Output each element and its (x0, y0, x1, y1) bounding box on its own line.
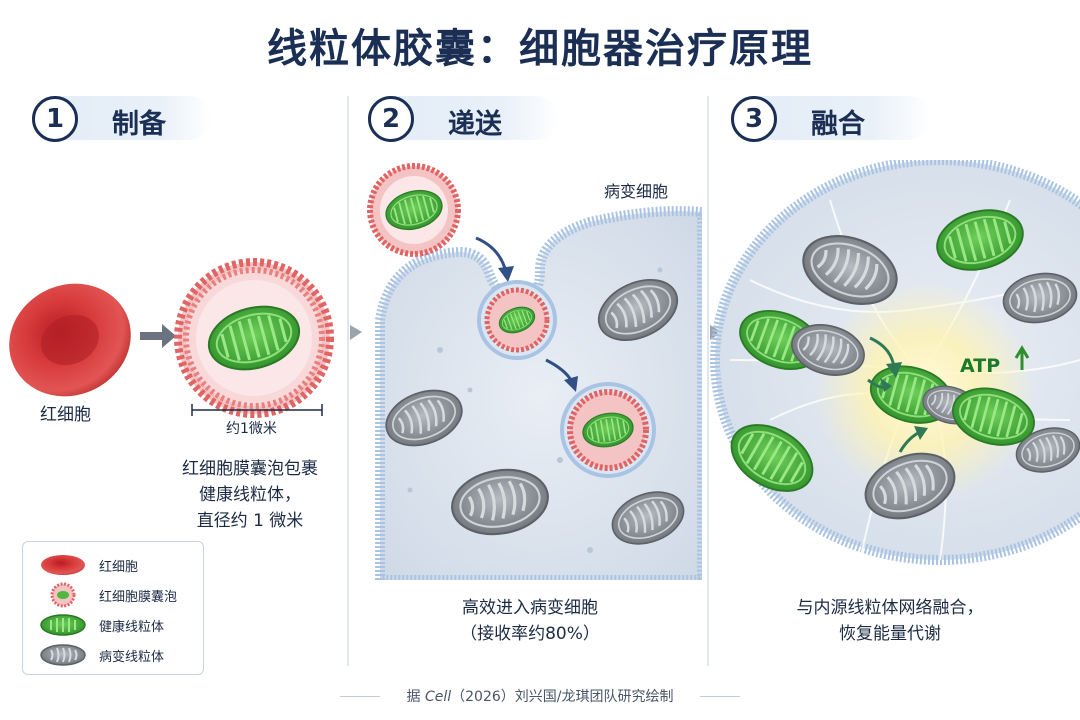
step-label: 递送 (448, 109, 502, 140)
page-title: 线粒体胶囊：细胞器治疗原理 (267, 26, 813, 72)
legend: 红细胞 红细胞膜囊泡 健康线粒体 病变线粒体 (22, 541, 204, 675)
caption-line: 直径约 1 微米 (196, 511, 304, 531)
arrow-icon (710, 325, 722, 340)
panel-prepare-illustration (9, 258, 334, 418)
legend-label: 健康线粒体 (99, 620, 165, 635)
arrow-icon (350, 325, 362, 340)
diseased-mitochondria-icon (40, 644, 86, 666)
arrow-icon (140, 324, 176, 348)
panel1-caption: 红细胞膜囊泡包裹 健康线粒体， 直径约 1 微米 (150, 456, 350, 534)
step-label: 制备 (112, 109, 166, 140)
legend-label: 红细胞 (99, 560, 139, 575)
red-blood-cell-icon (41, 555, 85, 575)
caption-line: 健康线粒体， (199, 485, 301, 505)
step-number: 2 (368, 96, 414, 142)
scale-label: 约1微米 (226, 421, 277, 437)
panel-deliver-illustration (350, 163, 702, 580)
atp-label: ATP (960, 355, 1001, 377)
red-blood-cell (9, 283, 131, 397)
footer-text: 据 Cell（2026）刘兴国/龙琪团队研究绘制 (0, 686, 1080, 706)
legend-item: 红细胞 (37, 552, 197, 578)
legend-item: 病变线粒体 (37, 642, 197, 668)
step-label: 融合 (811, 109, 865, 140)
footer-suffix: （2026）刘兴国/龙琪团队研究绘制 (451, 689, 674, 705)
panel-divider (347, 96, 349, 666)
legend-item: 健康线粒体 (37, 612, 197, 638)
step-header-deliver: 2 递送 (368, 96, 558, 142)
caption-line: （接收率约80%） (460, 624, 600, 644)
footer-prefix: 据 (406, 689, 425, 705)
rbc-vesicle-icon (50, 582, 76, 608)
caption-line: 恢复能量代谢 (839, 624, 941, 644)
rbc-vesicle (367, 163, 461, 257)
caption-line: 红细胞膜囊泡包裹 (182, 459, 318, 479)
step-header-prepare: 1 制备 (32, 96, 212, 142)
legend-item: 红细胞膜囊泡 (37, 582, 197, 608)
caption-line: 高效进入病变细胞 (462, 598, 598, 618)
legend-label: 病变线粒体 (99, 650, 165, 665)
up-arrow-icon (1014, 345, 1030, 370)
panel3-caption: 与内源线粒体网络融合， 恢复能量代谢 (760, 595, 1020, 647)
scale-bar (191, 404, 323, 416)
rbc-vesicle (174, 258, 334, 418)
panel2-caption: 高效进入病变细胞 （接收率约80%） (420, 595, 640, 647)
panel-divider (707, 96, 709, 666)
footer-credit: 据 Cell（2026）刘兴国/龙琪团队研究绘制 (0, 686, 1080, 706)
footer-journal: Cell (424, 689, 452, 705)
rbc-label: 红细胞 (40, 405, 91, 425)
caption-line: 与内源线粒体网络融合， (796, 598, 984, 618)
footer-rule (700, 696, 740, 697)
step-number: 3 (731, 96, 777, 142)
panel-fuse-illustration (710, 160, 1080, 565)
step-number: 1 (32, 96, 78, 142)
rbc-vesicle (477, 280, 557, 360)
rbc-vesicle (560, 382, 656, 478)
legend-label: 红细胞膜囊泡 (99, 590, 178, 605)
diseased-cell-label: 病变细胞 (604, 182, 669, 201)
healthy-mitochondria-icon (40, 614, 86, 636)
step-header-fuse: 3 融合 (731, 96, 931, 142)
footer-rule (340, 696, 380, 697)
